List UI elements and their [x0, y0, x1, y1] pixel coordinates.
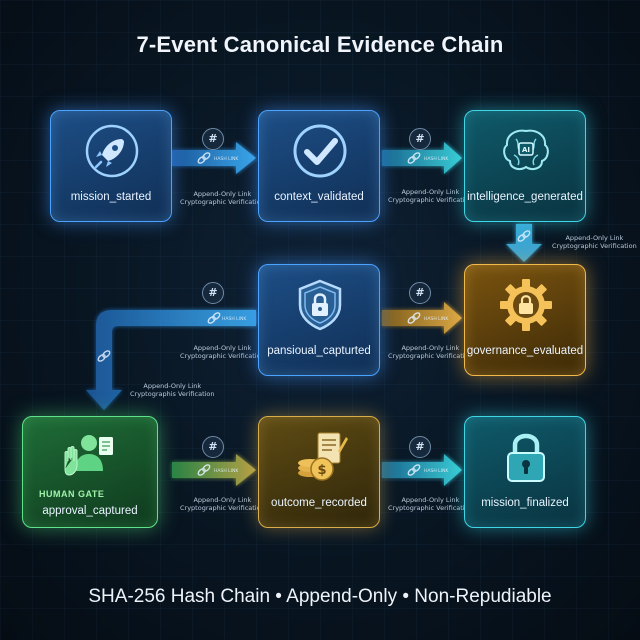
chain-link-icon [517, 230, 531, 242]
link-note-line2: Cryptographic Verification [180, 352, 265, 360]
link-note-line2: Cryptographic Verification [552, 242, 637, 250]
chain-link-icon [197, 152, 211, 164]
rocket-icon [85, 124, 139, 178]
arrow-tag: HASH LINK [214, 468, 239, 474]
event-context-validated: context_validated [258, 110, 380, 222]
chain-link-icon [207, 312, 221, 324]
event-intelligence-generated: AI intelligence_generated [464, 110, 586, 222]
arrow-approval-to-outcome [172, 454, 256, 486]
ai-brain-icon: AI [503, 129, 549, 170]
hash-badge: # [202, 128, 224, 150]
link-note-line1: Append-Only Link [193, 344, 252, 352]
link-note-line2: Cryptographic Verification [180, 504, 265, 512]
arrow-tag: HASH LINK [424, 468, 449, 474]
arrow-tag: HASH LINK [214, 156, 239, 162]
hash-badge: # [409, 436, 431, 458]
coins-document-icon: $ [298, 432, 348, 481]
event-label: approval_captured [42, 505, 138, 517]
link-note-line2: Cryptographic Verification [180, 198, 265, 206]
chain-link-icon [407, 152, 421, 164]
chain-link-icon [407, 464, 421, 476]
arrow-outcome-to-finalized [382, 454, 462, 486]
event-label: mission_started [70, 191, 152, 203]
link-note-line1: Append-Only Link [401, 344, 460, 352]
event-label: governance_evaluated [466, 345, 584, 357]
event-pansioual-capturted: pansioual_capturted [258, 264, 380, 376]
hash-badge: # [409, 128, 431, 150]
link-note-line1: Append-Only Link [401, 496, 460, 504]
link-note-line1: Append-Only Link [193, 190, 252, 198]
arrow-mission-to-context [172, 142, 256, 174]
arrow-intelligence-down [506, 224, 542, 262]
page-title: 7-Event Canonical Evidence Chain [136, 32, 504, 57]
svg-text:$: $ [317, 463, 326, 478]
event-approval-captured: HUMAN GATE approval_captured [22, 416, 158, 528]
link-note-line2: Cryptographic Verification [388, 352, 473, 360]
link-note-line1: Append-Only Link [193, 496, 252, 504]
event-label: mission_finalized [481, 497, 569, 509]
arrow-row2-left [382, 302, 462, 334]
hash-badge: # [202, 282, 224, 304]
event-governance-evaluated: governance_evaluated [464, 264, 586, 376]
chain-link-icon [407, 312, 421, 324]
link-note-line1: Append-Only Link [401, 188, 460, 196]
hash-badge: # [202, 436, 224, 458]
event-label: pansioual_capturted [267, 345, 371, 357]
link-note-line2: Cryptographic Verification [388, 504, 473, 512]
event-label: intelligence_generated [467, 191, 583, 203]
arrow-tag: HASH LINK [424, 316, 449, 322]
event-mission-started: mission_started [50, 110, 172, 222]
arrow-tag: HASH LINK [424, 156, 449, 162]
event-outcome-recorded: $ outcome_recorded [258, 416, 380, 528]
hash-badge: # [409, 282, 431, 304]
arrow-row2-elbow [86, 310, 256, 410]
link-note-line2: Cryptographic Verification [388, 196, 473, 204]
event-label: context_validated [274, 191, 364, 203]
gear-lock-icon [500, 279, 552, 331]
event-label: outcome_recorded [271, 497, 367, 509]
human-hand-document-icon [64, 435, 113, 476]
link-note-line1: Append-Only Link [565, 234, 624, 242]
link-note-line1: Append-Only Link [143, 382, 202, 390]
human-gate-badge: HUMAN GATE [39, 489, 105, 499]
chain-link-icon [197, 464, 211, 476]
event-mission-finalized: mission_finalized [464, 416, 586, 528]
checkmark-icon [293, 124, 347, 178]
footer-caption: SHA-256 Hash Chain • Append-Only • Non-R… [88, 586, 552, 607]
shield-lock-icon [298, 279, 342, 331]
arrow-context-to-intelligence [382, 142, 462, 174]
link-note-line2: Cryptographis Verification [130, 390, 215, 398]
svg-text:AI: AI [522, 146, 530, 154]
chain-link-icon [97, 350, 111, 362]
padlock-icon [507, 433, 545, 482]
arrow-tag: HASH LINK [222, 316, 247, 322]
